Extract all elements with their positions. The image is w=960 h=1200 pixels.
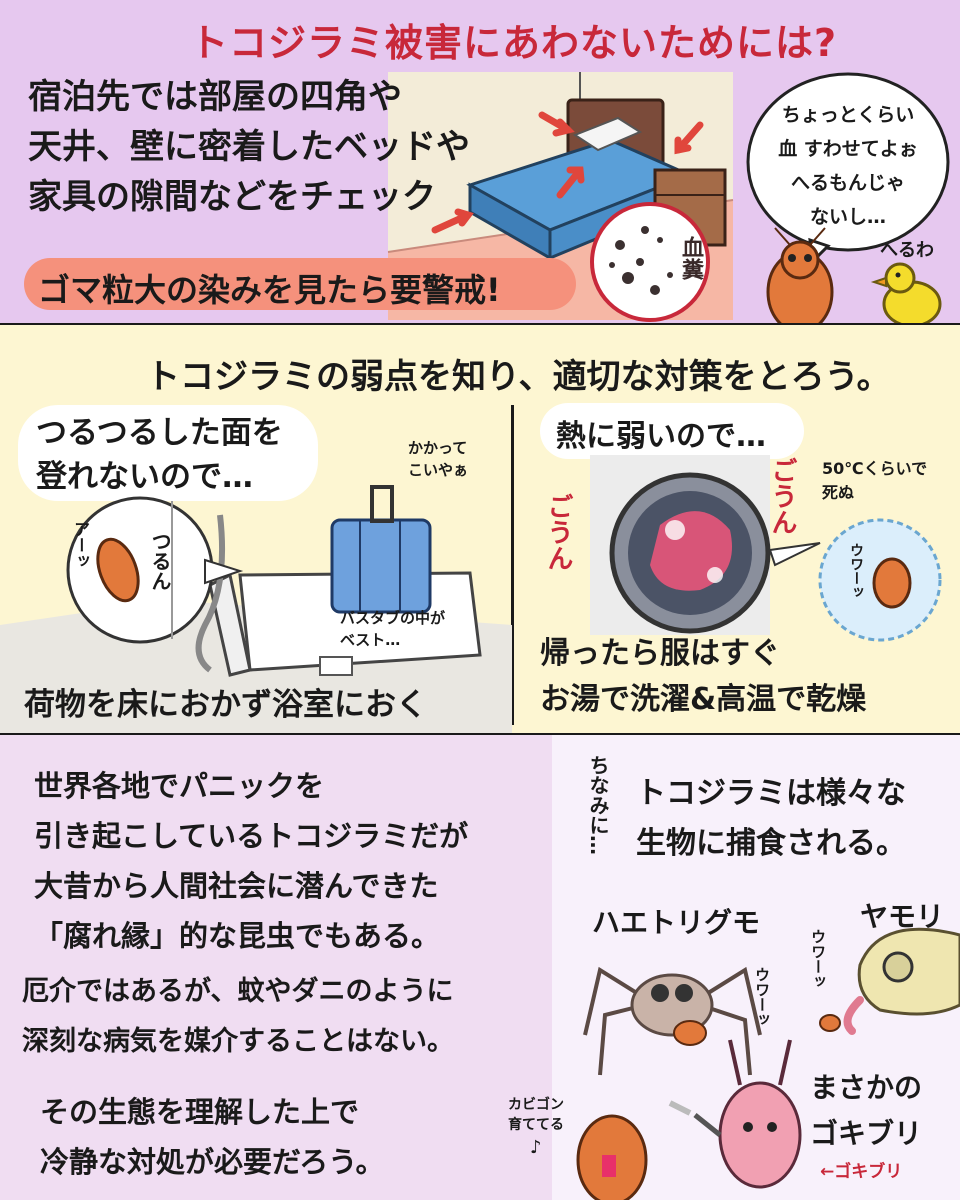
predator-illustrations xyxy=(576,927,960,1200)
right-bubble-text: 熱に弱いので… xyxy=(556,419,766,454)
section-summary: 世界各地でパニックを 引き起こしているトコジラミだが 大昔から人間社会に潜んでき… xyxy=(0,735,960,1200)
bathroom-illustration xyxy=(0,485,512,735)
roach-label: まさかの ゴキブリ xyxy=(810,1071,923,1150)
left-bubble-text: つるつるした面を 登れないので… xyxy=(36,415,283,495)
spider-scream-sfx: ウワーッ xyxy=(753,967,771,1027)
right-speech-bubble xyxy=(540,403,804,459)
feces-label: 血糞 xyxy=(678,236,703,280)
cockroach-character xyxy=(668,1039,802,1189)
boil-scream-sfx: ウワーッ xyxy=(848,543,864,599)
roach-arrow-label: ←ゴキブリ xyxy=(820,1162,903,1182)
gecko-scream-sfx: ウワーッ xyxy=(809,929,827,989)
duck-reply: へるわ xyxy=(880,240,934,261)
summary-paragraph-1: 世界各地でパニックを 引き起こしているトコジラミだが 大昔から人間社会に潜んでき… xyxy=(34,769,469,953)
gecko-label: ヤモリ xyxy=(860,900,945,933)
temp-note: 50℃くらいで 死ぬ xyxy=(822,459,928,502)
aside-text: ちなみに… xyxy=(586,755,610,855)
section-prevention: トコジラミ被害にあわないためには? xyxy=(0,0,960,325)
section1-title: トコジラミ被害にあわないためには? xyxy=(190,21,838,65)
section2-vertical-divider xyxy=(511,405,514,725)
check-line-1: 宿泊先では部屋の四角や xyxy=(28,77,402,117)
bug-note: カビゴン 育ててる xyxy=(508,1097,564,1133)
check-arrows xyxy=(431,111,704,234)
warning-text: ゴマ粒大の染みを見たら要警戒! xyxy=(38,271,501,309)
feces-zoom-circle xyxy=(590,202,710,322)
bathtub-note: バスタブの中が ベスト… xyxy=(340,609,446,649)
spider-label: ハエトリグモ xyxy=(592,906,761,939)
bed-pillow xyxy=(572,116,643,152)
suitcase-voice: かかって こいやぁ xyxy=(408,439,469,479)
washer-sfx-left: ごうん xyxy=(543,493,573,571)
slipping-bedbug xyxy=(96,537,140,603)
predator-intro: トコジラミは様々な 生物に捕食される。 xyxy=(636,776,906,861)
bedbug-character xyxy=(766,227,834,325)
check-line-3: 家具の隙間などをチェック xyxy=(28,177,436,217)
check-instructions: 宿泊先では部屋の四角や 天井、壁に密着したベッドや 家具の隙間などをチェック xyxy=(28,72,470,222)
section2-heading: トコジラミの弱点を知り、適切な対策をとろう。 xyxy=(146,357,891,397)
summary-paragraph-2: 厄介ではあるが、蚊やダニのように 深刻な病気を媒介することはない。 xyxy=(22,976,454,1057)
left-caption: 荷物を床におかず浴室におく xyxy=(24,687,427,723)
caught-bedbug-spider xyxy=(673,1020,707,1046)
warning-pill xyxy=(24,258,576,310)
section-weaknesses: トコジラミの弱点を知り、適切な対策をとろう。 つるつるした面を 登れないので… … xyxy=(0,325,960,735)
check-line-2: 天井、壁に密着したベッドや xyxy=(28,127,470,167)
shower-hose xyxy=(195,514,226,673)
washing-machine-illustration xyxy=(590,455,942,642)
bedbug-and-duck xyxy=(766,227,942,325)
music-note: ♪ xyxy=(530,1137,542,1158)
right-caption: 帰ったら服はすぐ お湯で洗濯&高温で乾燥 xyxy=(540,636,867,717)
slip-sfx: アーッ xyxy=(71,521,90,569)
caught-bedbug-gecko xyxy=(819,1014,841,1032)
washer-sfx-right: ごうん xyxy=(767,457,797,535)
slide-sfx: つるん xyxy=(148,531,172,591)
bug-speech-text: ちょっとくらい 血 すわせてよぉ へるもんじゃ ないし… xyxy=(778,104,918,228)
duck-character xyxy=(870,262,942,325)
summary-paragraph-3: その生態を理解した上で 冷静な対処が必要だろう。 xyxy=(40,1095,385,1179)
boiling-bedbug xyxy=(872,557,912,609)
bedbug-with-phone xyxy=(576,1114,648,1200)
bug-speech-bubble xyxy=(746,72,950,266)
left-speech-bubble xyxy=(18,405,318,501)
